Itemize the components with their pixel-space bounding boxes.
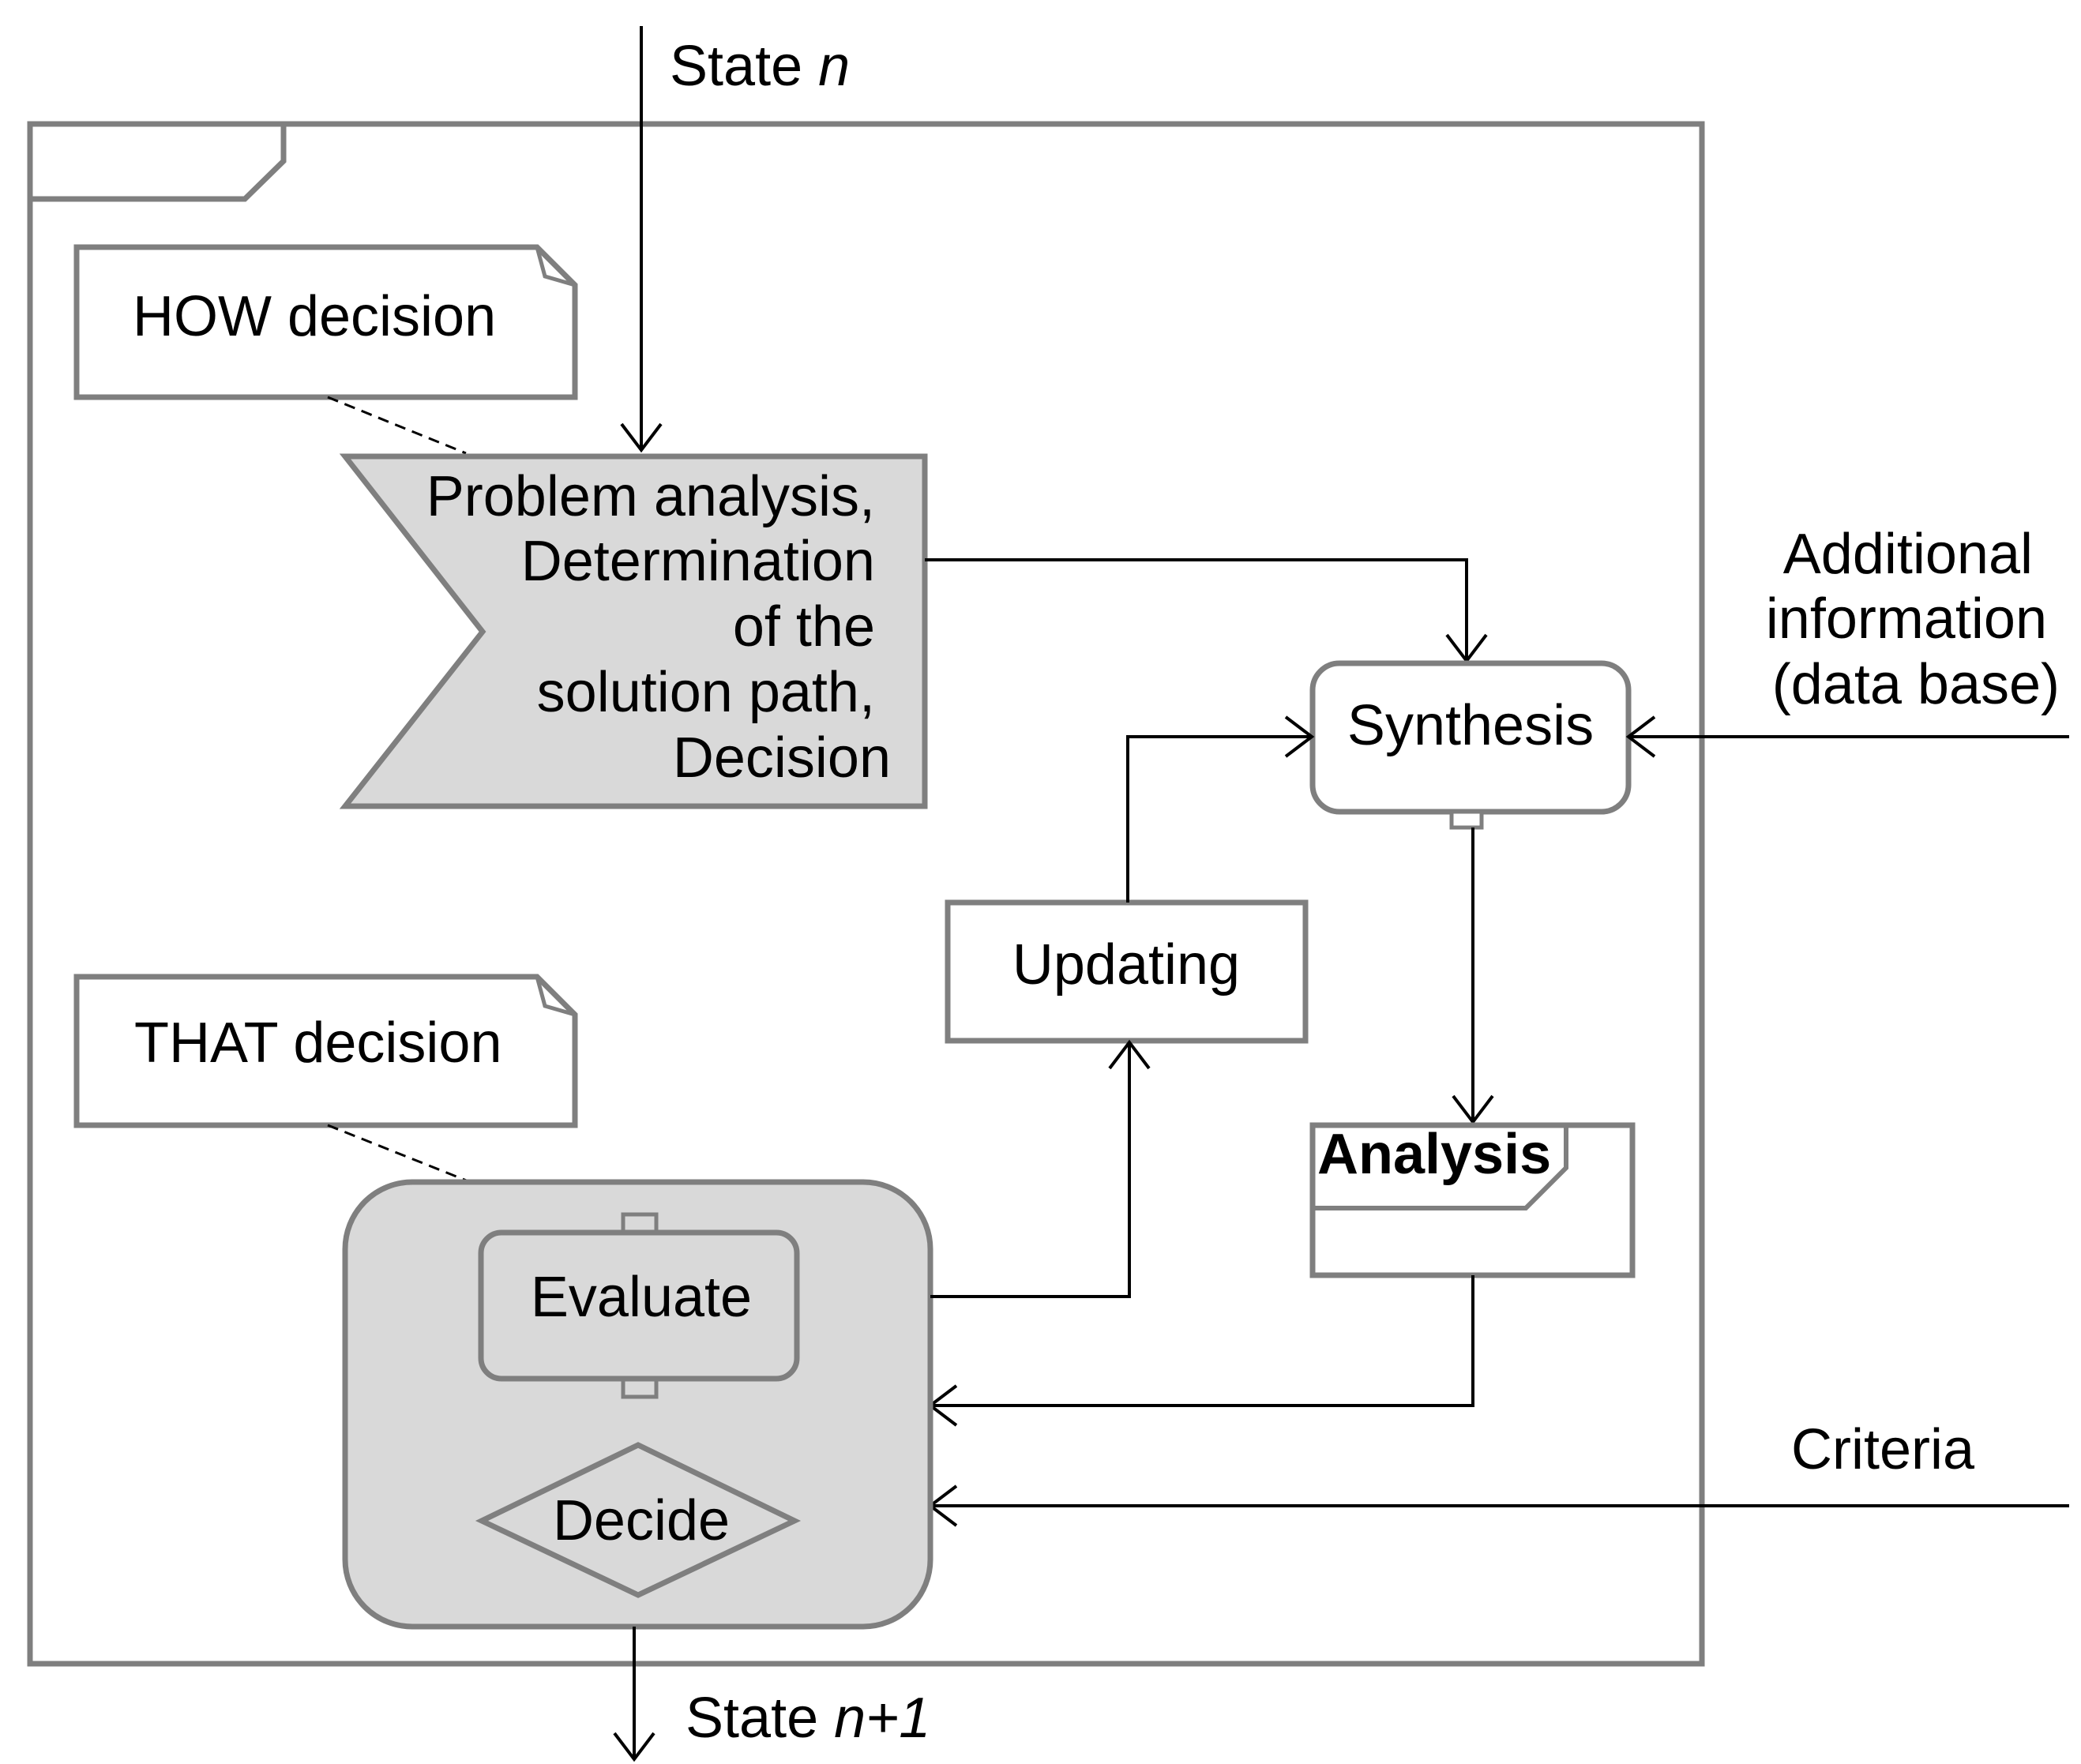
how-decision-note: HOW decision bbox=[73, 244, 578, 455]
how-decision-label: HOW decision bbox=[133, 285, 496, 348]
problem-analysis-label: Problem analysis, Determination of the s… bbox=[426, 465, 891, 790]
decide-label: Decide bbox=[553, 1489, 730, 1552]
criteria-label: Criteria bbox=[1791, 1418, 1975, 1481]
state-n-input: State n bbox=[620, 26, 850, 453]
updating-node: Updating bbox=[945, 899, 1309, 1044]
additional-info-label: Additional information (data base) bbox=[1766, 523, 2063, 716]
evaluate-label: Evaluate bbox=[531, 1266, 752, 1329]
that-note-connector bbox=[327, 1124, 469, 1183]
evaluate-decide-group: Evaluate Decide bbox=[342, 1179, 933, 1630]
how-note-connector bbox=[327, 396, 467, 455]
that-decision-label: THAT decision bbox=[134, 1011, 502, 1075]
state-next-label: State n+1 bbox=[686, 1687, 930, 1750]
additional-info-input: Additional information (data base) bbox=[1625, 523, 2069, 758]
connector-problem-to-synthesis bbox=[925, 558, 1468, 659]
connector-updating-to-synthesis bbox=[1126, 735, 1310, 903]
analysis-label: Analysis bbox=[1317, 1123, 1551, 1186]
that-decision-note: THAT decision bbox=[73, 974, 578, 1183]
synthesis-node: Synthesis bbox=[1309, 660, 1632, 830]
criteria-input: Criteria bbox=[927, 1418, 2069, 1527]
updating-label: Updating bbox=[1012, 933, 1240, 996]
synthesis-label: Synthesis bbox=[1347, 694, 1594, 757]
evaluate-pin-bottom bbox=[621, 1377, 659, 1399]
evaluate-node: Evaluate bbox=[478, 1212, 800, 1399]
analysis-node: Analysis bbox=[1309, 1122, 1636, 1278]
frame-tab bbox=[30, 124, 287, 202]
decide-node: Decide bbox=[475, 1442, 802, 1598]
state-n-label: State n bbox=[670, 35, 850, 98]
evaluate-pin-top bbox=[621, 1212, 659, 1234]
connector-analysis-to-decision bbox=[932, 1275, 1474, 1407]
synthesis-pin bbox=[1449, 809, 1484, 830]
outer-frame bbox=[27, 121, 1705, 1667]
state-next-output: State n+1 bbox=[613, 1627, 930, 1762]
connector-decision-to-updating bbox=[930, 1044, 1131, 1298]
problem-analysis-node: Problem analysis, Determination of the s… bbox=[339, 453, 928, 809]
